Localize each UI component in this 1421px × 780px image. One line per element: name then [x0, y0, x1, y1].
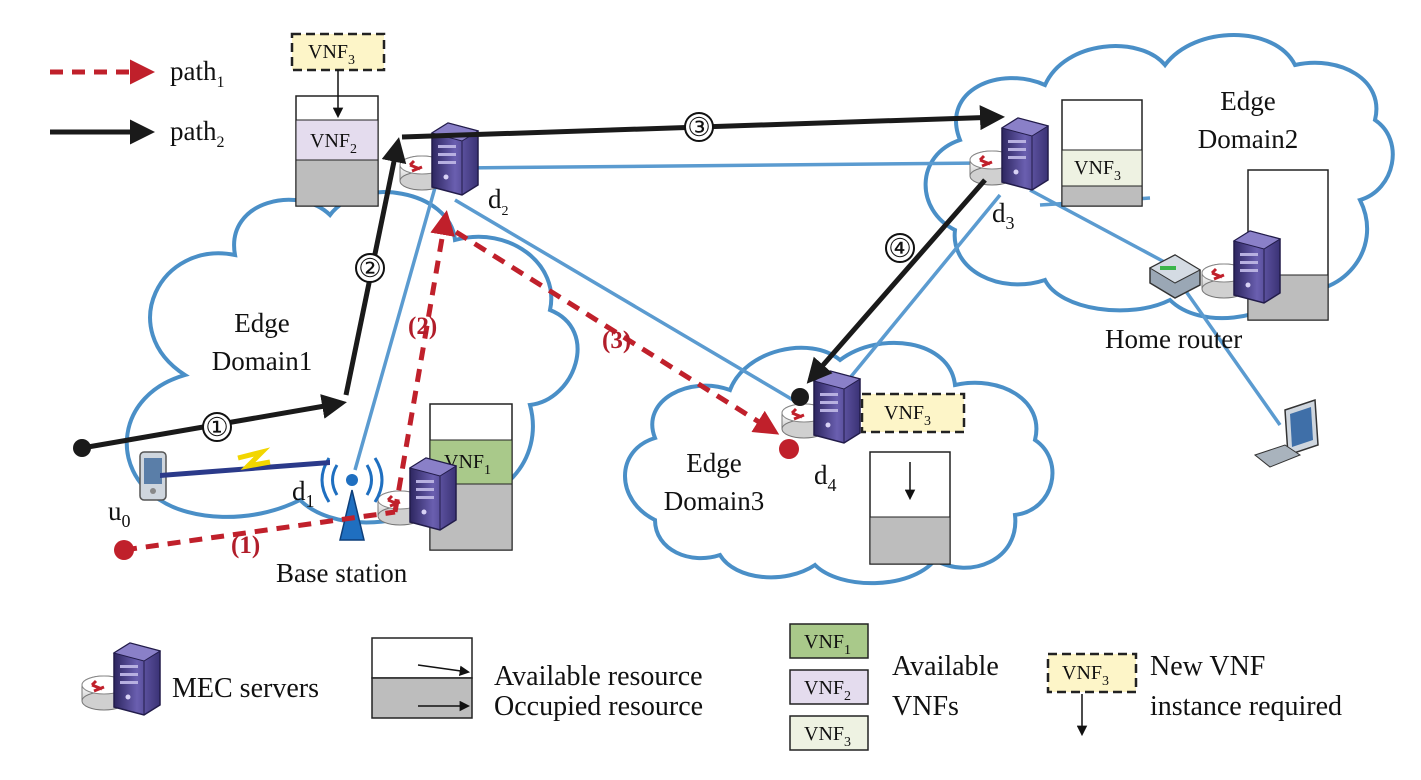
- path1-step1-line: [123, 509, 396, 553]
- node-label-u0: u0: [108, 496, 131, 531]
- path1-step-labels: (1) (2) (3): [231, 313, 631, 559]
- svg-text:VNF2: VNF2: [310, 130, 357, 157]
- svg-text:VNF2: VNF2: [804, 677, 851, 704]
- edge-domain3-label-line1: Edge: [686, 448, 741, 478]
- legend-path1-label: path1: [170, 56, 225, 91]
- link-d2-d3: [459, 161, 986, 170]
- home-router-label: Home router: [1105, 324, 1242, 354]
- vnf-d2-label: VNF: [310, 130, 350, 152]
- edge-domain1-label-line2: Domain1: [212, 346, 313, 376]
- lightning-icon: [237, 447, 271, 470]
- legend-new-vnf-line2: instance required: [1150, 691, 1342, 722]
- path1-step2-line: [392, 210, 455, 513]
- mec-server-icon: [80, 641, 162, 717]
- desktop-computer-icon: [1253, 398, 1319, 468]
- legend-available-vnfs-line1: Available: [892, 651, 999, 682]
- base-station-label: Base station: [276, 558, 408, 588]
- path1-step-label: (1): [231, 532, 260, 559]
- node-label-d3: d3: [992, 198, 1015, 233]
- path1-step-label: (2): [408, 313, 437, 340]
- edge-domain2-label-line1: Edge: [1220, 86, 1275, 116]
- path2-step-labels: ① ② ③ ④: [202, 112, 915, 442]
- resource-box-d4: [869, 451, 951, 565]
- path2-end-node: [791, 388, 809, 406]
- legend-available-resource: Available resource: [494, 661, 703, 692]
- link-d1-d2: [353, 169, 442, 471]
- path1-step-label: (3): [602, 327, 631, 354]
- mobile-phone-icon: [139, 451, 167, 501]
- legend-mec-servers: MEC servers: [172, 673, 319, 704]
- new-vnf-box-d2: VNF3: [290, 32, 386, 119]
- home-router-icon: [1148, 254, 1202, 299]
- node-label-d2: d2: [488, 184, 509, 219]
- edge-domain3-label-line2: Domain3: [664, 486, 765, 516]
- path1-start-node: [114, 540, 134, 560]
- node-label-d4: d4: [814, 460, 837, 495]
- resource-box-d3: VNF3: [1061, 99, 1143, 207]
- link-router-pc: [1183, 288, 1282, 427]
- legend-new-vnf-line1: New VNF: [1150, 651, 1265, 682]
- path2-step-label: ④: [888, 234, 911, 263]
- path2-step-label: ③: [687, 113, 710, 142]
- path2-step-label: ①: [205, 413, 228, 442]
- path1-end-node: [779, 439, 799, 459]
- legend-available-vnfs-line2: VNFs: [892, 691, 959, 722]
- wireless-link: [160, 447, 330, 478]
- svg-text:VNF3: VNF3: [884, 402, 931, 429]
- legend-path2-label: path2: [170, 116, 225, 151]
- svg-text:VNF3: VNF3: [308, 41, 355, 68]
- svg-text:VNF3: VNF3: [1062, 662, 1109, 689]
- svg-text:VNF3: VNF3: [1074, 157, 1121, 184]
- path2-step-label: ②: [358, 254, 381, 283]
- link-d3-d4: [838, 193, 1002, 392]
- path1-step3-line: [454, 229, 780, 435]
- new-vnf-box-d4: VNF3: [860, 392, 966, 434]
- path1-route: [123, 210, 780, 553]
- legend-occupied-resource: Occupied resource: [494, 691, 703, 722]
- edge-domain1-label-line1: Edge: [234, 308, 289, 338]
- edge-domain2-label-line2: Domain2: [1198, 124, 1299, 154]
- path2-step4-line: [806, 178, 987, 384]
- bottom-legend: MEC servers Available resource Occupied …: [80, 623, 1342, 751]
- svg-text:VNF3: VNF3: [804, 723, 851, 750]
- link-d2-d4: [454, 198, 811, 412]
- path-legend: path1 path2: [50, 56, 225, 151]
- node-label-d1: d1: [292, 476, 315, 511]
- path2-start-node: [73, 439, 91, 457]
- svg-text:VNF1: VNF1: [804, 631, 851, 658]
- resource-box-d2: VNF2: [295, 95, 379, 207]
